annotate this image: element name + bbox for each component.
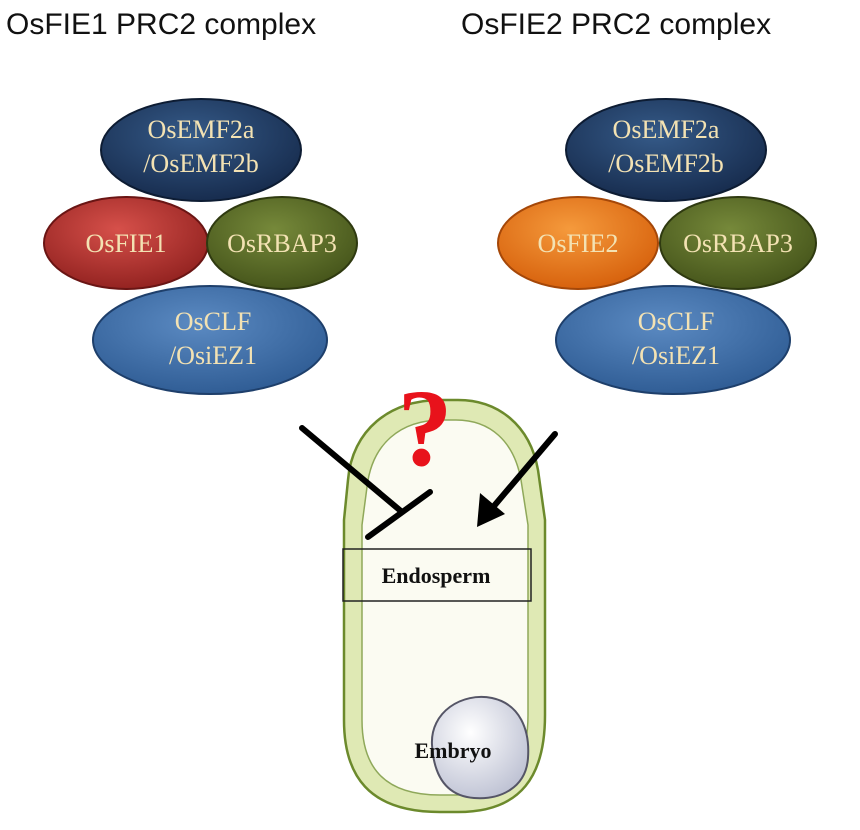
right-rbap3-label: OsRBAP3 — [683, 229, 793, 258]
inhibition-arrow — [299, 425, 433, 540]
right-clf-label-line1: OsCLF — [638, 307, 715, 336]
right-emf2-label-line2: /OsEMF2b — [608, 149, 724, 178]
endosperm-label: Endosperm — [382, 563, 491, 588]
right-complex-title: OsFIE2 PRC2 complex — [461, 8, 771, 41]
left-clf-label-line1: OsCLF — [175, 307, 252, 336]
question-mark: ? — [398, 367, 453, 489]
right-emf2-ellipse: OsEMF2a /OsEMF2b — [565, 98, 767, 202]
right-clf-ellipse: OsCLF /OsiEZ1 — [555, 285, 791, 395]
left-clf-ellipse: OsCLF /OsiEZ1 — [92, 285, 328, 395]
right-fie2-ellipse: OsFIE2 — [497, 196, 659, 290]
left-fie1-label: OsFIE1 — [86, 229, 167, 258]
right-clf-label-line2: /OsiEZ1 — [632, 341, 720, 370]
embryo-label: Embryo — [415, 738, 492, 763]
left-emf2-ellipse: OsEMF2a /OsEMF2b — [100, 98, 302, 202]
left-rbap3-ellipse: OsRBAP3 — [206, 196, 358, 290]
right-rbap3-ellipse: OsRBAP3 — [659, 196, 817, 290]
left-complex: OsEMF2a /OsEMF2b OsFIE1 OsRBAP3 OsCLF /O… — [43, 98, 358, 395]
left-emf2-label-line2: /OsEMF2b — [143, 149, 259, 178]
left-complex-title: OsFIE1 PRC2 complex — [6, 8, 316, 41]
right-complex: OsEMF2a /OsEMF2b OsFIE2 OsRBAP3 OsCLF /O… — [497, 98, 817, 395]
endosperm-box — [342, 548, 532, 602]
embryo-shape — [430, 695, 530, 800]
left-rbap3-label: OsRBAP3 — [227, 229, 337, 258]
activation-arrow — [477, 431, 558, 527]
left-emf2-label-line1: OsEMF2a — [148, 115, 255, 144]
left-clf-label-line2: /OsiEZ1 — [169, 341, 257, 370]
right-emf2-label-line1: OsEMF2a — [613, 115, 720, 144]
right-fie2-label: OsFIE2 — [538, 229, 619, 258]
left-fie1-ellipse: OsFIE1 — [43, 196, 209, 290]
